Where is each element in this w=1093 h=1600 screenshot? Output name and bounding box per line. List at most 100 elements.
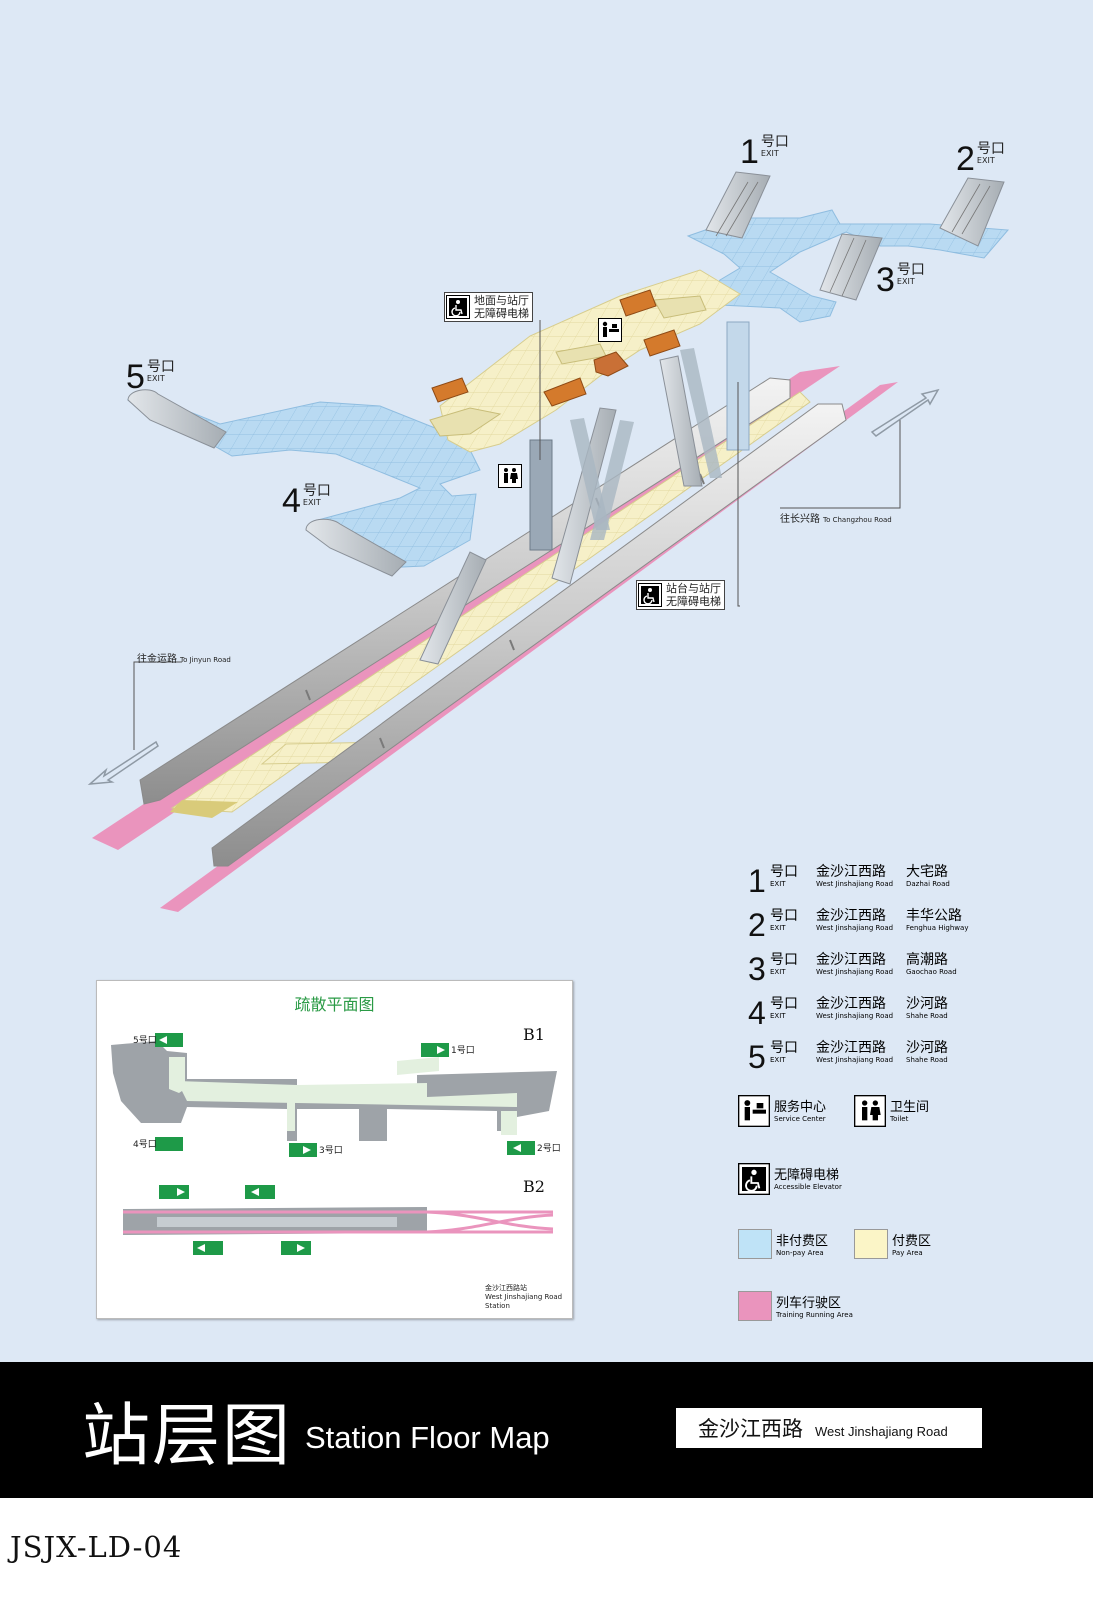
legend-elevator-cn: 无障碍电梯 <box>774 1168 840 1183</box>
legend-road2-en: Gaochao Road <box>906 968 957 976</box>
toilet-icon <box>498 464 522 488</box>
legend-train-en: Training Running Area <box>776 1311 853 1319</box>
exit-label-cn: 号口 <box>146 359 175 375</box>
legend-nonpay-en: Non-pay Area <box>776 1249 824 1257</box>
fare-gates <box>431 289 681 407</box>
station-name-box: 金沙江西路 West Jinshajiang Road <box>676 1408 982 1448</box>
evac-b1-outline <box>111 1041 557 1141</box>
legend-exit-number: 2 <box>748 907 766 943</box>
banner-title-cn: 站层图 <box>82 1397 293 1476</box>
evac-station-cn: 金沙江西路站 <box>485 1284 527 1292</box>
callout-line: 地面与站厅 <box>474 294 529 307</box>
legend-road1-cn: 金沙江西路 <box>816 908 886 924</box>
exit-label-en: EXIT <box>760 149 779 158</box>
evac-exit-4: 4号口 <box>133 1140 157 1150</box>
legend-road2-cn: 沙河路 <box>906 996 948 1012</box>
accessible-elevator-icon <box>638 583 662 607</box>
concourse-pay <box>429 269 741 453</box>
legend-road1-en: West Jinshajiang Road <box>816 1012 894 1020</box>
exit-escalators <box>127 171 1005 577</box>
train-swatch <box>738 1291 772 1321</box>
legend-exit-en: EXIT <box>770 1056 786 1064</box>
exit-label-cn: 号口 <box>896 262 925 278</box>
legend-nonpay-cn: 非付费区 <box>776 1234 829 1249</box>
platform-escalators <box>419 321 750 665</box>
exit-label-en: EXIT <box>896 277 915 286</box>
legend-road2-en: Dazhai Road <box>906 880 950 888</box>
service-center-icon <box>598 318 622 342</box>
leader-lines <box>133 320 901 750</box>
level-b2: B2 <box>523 1177 545 1196</box>
accessible-elevator-icon <box>446 295 470 319</box>
callout-line: 站台与站厅 <box>666 582 721 595</box>
station-name-en: West Jinshajiang Road <box>815 1423 948 1439</box>
legend-exit-en: EXIT <box>770 968 786 976</box>
evacuation-map <box>111 1033 557 1255</box>
legend-road2-cn: 大宅路 <box>906 864 948 880</box>
legend-pay-cn: 付费区 <box>892 1234 932 1249</box>
exit-label-en: EXIT <box>302 498 321 507</box>
legend-exit-number: 3 <box>748 951 766 987</box>
legend-road1-en: West Jinshajiang Road <box>816 1056 894 1064</box>
legend-service-en: Service Center <box>774 1115 826 1123</box>
legend-exit-cn: 号口 <box>770 996 798 1012</box>
evac-exit-5: 5号口 <box>133 1036 157 1046</box>
direction-cn: 往长兴路 <box>780 514 820 525</box>
legend-toilet-en: Toilet <box>890 1115 909 1123</box>
banner-title-en: Station Floor Map <box>305 1420 550 1455</box>
document-code: JSJX-LD-04 <box>10 1530 183 1564</box>
evac-station-name: 金沙江西路站 West Jinshajiang Road Station <box>485 1284 572 1311</box>
exit-number: 5 <box>126 358 145 396</box>
exit-label-cn: 号口 <box>302 483 331 499</box>
callout-line: 无障碍电梯 <box>474 307 529 320</box>
legend-road1-cn: 金沙江西路 <box>816 996 886 1012</box>
direction-arrows <box>87 388 940 785</box>
direction-en: To Changzhou Road <box>823 516 892 524</box>
exit-number: 3 <box>876 261 895 299</box>
exit-label-cn: 号口 <box>976 141 1005 157</box>
evac-station-en: West Jinshajiang Road Station <box>485 1293 563 1310</box>
direction-cn: 往金运路 <box>137 654 177 665</box>
legend-road2-en: Shahe Road <box>906 1056 948 1064</box>
exit-label-en: EXIT <box>976 156 995 165</box>
evac-b2-outline <box>123 1207 554 1235</box>
legend-road2-en: Shahe Road <box>906 1012 948 1020</box>
legend-exit-cn: 号口 <box>770 864 798 880</box>
nonpay-swatch <box>738 1229 772 1259</box>
service-center-icon <box>738 1095 770 1127</box>
level-b1: B1 <box>523 1025 545 1044</box>
toilet-icon <box>854 1095 886 1127</box>
exit-number: 4 <box>282 482 301 520</box>
legend-exit-cn: 号口 <box>770 908 798 924</box>
evacuation-plan: 疏散平面图 B1 B2 5号口 4号口 1号口 3号口 2号口 金沙江西路站 W… <box>96 980 573 1319</box>
legend-exit-en: EXIT <box>770 880 786 888</box>
direction-en: To Jinyun Road <box>180 656 231 664</box>
exit-number: 2 <box>956 140 975 178</box>
legend-road2-cn: 沙河路 <box>906 1040 948 1056</box>
legend-road2-cn: 高潮路 <box>906 952 948 968</box>
legend-road2-cn: 丰华公路 <box>906 908 962 924</box>
legend-road1-en: West Jinshajiang Road <box>816 880 894 888</box>
legend-exit-en: EXIT <box>770 1012 786 1020</box>
evac-exit-3: 3号口 <box>319 1146 343 1156</box>
legend-road1-cn: 金沙江西路 <box>816 1040 886 1056</box>
evac-title: 疏散平面图 <box>294 995 375 1014</box>
legend-exit-number: 1 <box>748 863 766 899</box>
exit-number: 1 <box>740 133 759 171</box>
pay-swatch <box>854 1229 888 1259</box>
